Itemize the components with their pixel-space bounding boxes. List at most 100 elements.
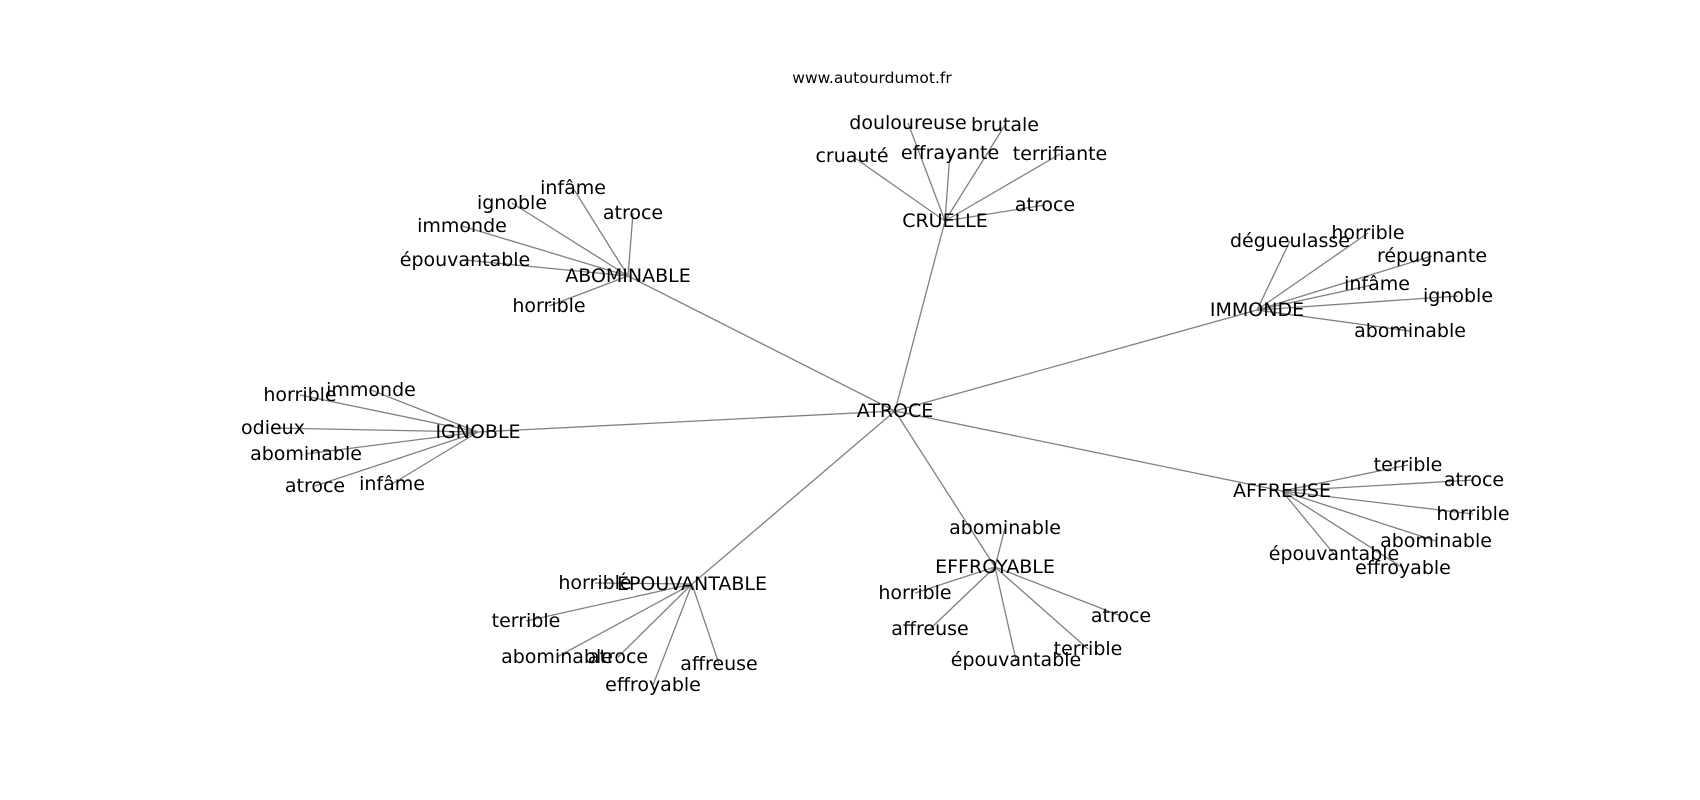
- edge-cluster-5-leaf-3: [994, 566, 1017, 661]
- cluster-node[interactable]: ABOMINABLE: [565, 265, 691, 287]
- edge-cluster-3-leaf-5: [391, 431, 479, 485]
- leaf-node[interactable]: effrayante: [901, 142, 999, 164]
- edge-cluster-5-leaf-5: [994, 566, 1122, 617]
- leaf-node[interactable]: infâme: [1344, 273, 1410, 295]
- leaf-node[interactable]: atroce: [603, 202, 663, 224]
- edge-cluster-5-leaf-1: [914, 566, 996, 594]
- edge-center-4: [894, 410, 1283, 492]
- edge-cluster-1-leaf-0: [572, 187, 629, 277]
- edge-center-2: [894, 309, 1258, 412]
- leaf-node[interactable]: douloureuse: [849, 112, 966, 134]
- cluster-node[interactable]: CRUELLE: [902, 210, 988, 232]
- edge-cluster-5-leaf-4: [994, 566, 1089, 650]
- leaf-node[interactable]: dégueulasse: [1230, 230, 1350, 252]
- edge-cluster-1-leaf-3: [461, 225, 629, 277]
- leaf-node[interactable]: cruauté: [815, 145, 888, 167]
- edge-cluster-0-leaf-3: [944, 152, 951, 222]
- edge-cluster-6-leaf-5: [691, 583, 720, 665]
- edge-cluster-1-leaf-1: [511, 202, 629, 277]
- leaf-node[interactable]: terrible: [1374, 454, 1443, 476]
- edge-cluster-6-leaf-3: [617, 583, 693, 658]
- edge-cluster-1-leaf-5: [548, 275, 629, 307]
- edge-cluster-2-leaf-4: [1256, 295, 1459, 311]
- edge-cluster-5-leaf-2: [929, 566, 996, 630]
- edge-cluster-3-leaf-2: [272, 427, 479, 433]
- edge-cluster-3-leaf-3: [305, 431, 479, 455]
- edge-cluster-3-leaf-0: [299, 394, 479, 433]
- edge-cluster-2-leaf-0: [1256, 240, 1291, 311]
- leaf-node[interactable]: ignoble: [477, 192, 547, 214]
- leaf-node[interactable]: effroyable: [1355, 557, 1451, 579]
- edge-cluster-1-leaf-4: [464, 259, 629, 277]
- leaf-node[interactable]: épouvantable: [400, 249, 530, 271]
- edge-cluster-4-leaf-5: [1281, 490, 1404, 569]
- edge-center-1: [627, 275, 896, 412]
- edge-center-3: [477, 410, 896, 433]
- leaf-node[interactable]: atroce: [588, 646, 648, 668]
- leaf-node[interactable]: brutale: [971, 114, 1039, 136]
- leaf-node[interactable]: terrible: [492, 610, 561, 632]
- edge-cluster-4-leaf-0: [1281, 464, 1409, 492]
- edge-cluster-2-leaf-2: [1256, 255, 1433, 311]
- edge-cluster-0-leaf-2: [851, 155, 946, 222]
- edge-cluster-6-leaf-1: [525, 583, 693, 622]
- leaf-node[interactable]: atroce: [1015, 194, 1075, 216]
- leaf-node[interactable]: abominable: [1380, 530, 1492, 552]
- leaf-node[interactable]: répugnante: [1377, 245, 1487, 267]
- edge-cluster-2-leaf-5: [1256, 309, 1411, 332]
- leaf-node[interactable]: ignoble: [1423, 285, 1493, 307]
- leaf-node[interactable]: horrible: [558, 572, 631, 594]
- leaf-node[interactable]: épouvantable: [951, 649, 1081, 671]
- leaf-node[interactable]: horrible: [263, 384, 336, 406]
- center-node[interactable]: ATROCE: [857, 400, 934, 422]
- edge-cluster-4-leaf-2: [1281, 490, 1474, 515]
- leaf-node[interactable]: immonde: [417, 215, 507, 237]
- edge-cluster-6-leaf-2: [556, 583, 693, 658]
- leaf-node[interactable]: odieux: [241, 417, 305, 439]
- leaf-node[interactable]: épouvantable: [1269, 543, 1399, 565]
- leaf-node[interactable]: abominable: [501, 646, 613, 668]
- leaf-node[interactable]: abominable: [1354, 320, 1466, 342]
- leaf-node[interactable]: affreuse: [891, 618, 968, 640]
- leaf-node[interactable]: atroce: [1444, 469, 1504, 491]
- edge-cluster-2-leaf-1: [1256, 232, 1369, 311]
- leaf-node[interactable]: abominable: [949, 517, 1061, 539]
- edge-cluster-6-leaf-0: [594, 582, 693, 585]
- leaf-node[interactable]: terrifiante: [1013, 143, 1108, 165]
- leaf-node[interactable]: infâme: [540, 177, 606, 199]
- edge-cluster-0-leaf-0: [907, 122, 946, 222]
- leaf-node[interactable]: horrible: [512, 295, 585, 317]
- source-url: www.autourdumot.fr: [792, 69, 952, 87]
- edge-center-6: [691, 410, 896, 585]
- cluster-node[interactable]: AFFREUSE: [1233, 480, 1331, 502]
- leaf-node[interactable]: infâme: [359, 473, 425, 495]
- leaf-node[interactable]: atroce: [285, 475, 345, 497]
- edge-cluster-4-leaf-1: [1281, 479, 1475, 492]
- edge-cluster-1-leaf-2: [627, 212, 634, 277]
- leaf-node[interactable]: affreuse: [680, 653, 757, 675]
- leaf-node[interactable]: horrible: [1331, 222, 1404, 244]
- leaf-node[interactable]: immonde: [326, 379, 416, 401]
- edge-center-0: [894, 220, 946, 412]
- leaf-node[interactable]: abominable: [250, 443, 362, 465]
- edge-cluster-0-leaf-4: [944, 153, 1061, 222]
- edge-cluster-6-leaf-4: [652, 583, 693, 686]
- edge-cluster-0-leaf-1: [944, 124, 1006, 222]
- cluster-node[interactable]: ÉPOUVANTABLE: [617, 572, 767, 595]
- leaf-node[interactable]: atroce: [1091, 605, 1151, 627]
- cluster-node[interactable]: EFFROYABLE: [935, 556, 1055, 578]
- graph-edges: [272, 122, 1475, 686]
- cluster-node[interactable]: IMMONDE: [1210, 299, 1304, 321]
- cluster-node[interactable]: IGNOBLE: [435, 421, 520, 443]
- edge-cluster-4-leaf-3: [1281, 490, 1437, 542]
- leaf-node[interactable]: effroyable: [605, 674, 701, 696]
- edge-cluster-2-leaf-3: [1256, 283, 1378, 311]
- leaf-node[interactable]: horrible: [878, 582, 951, 604]
- leaf-node[interactable]: horrible: [1436, 503, 1509, 525]
- edge-center-5: [894, 410, 996, 568]
- edge-cluster-0-leaf-5: [944, 204, 1046, 222]
- edge-cluster-5-leaf-0: [994, 527, 1006, 568]
- leaf-node[interactable]: terrible: [1054, 638, 1123, 660]
